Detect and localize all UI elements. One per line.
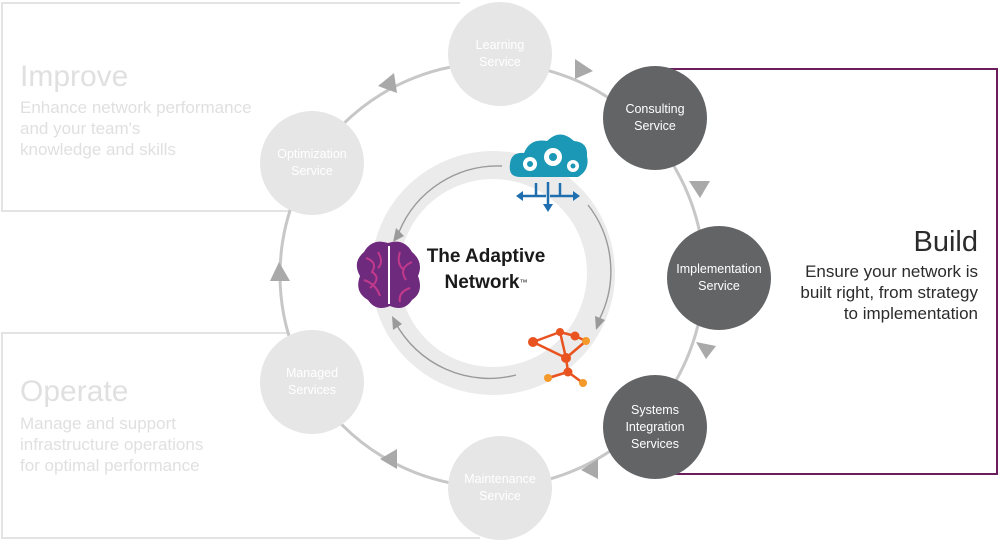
trademark-symbol: ™	[519, 278, 528, 287]
node-maintenance-service: Maintenance Service	[448, 436, 552, 540]
improve-description: Enhance network performance and your tea…	[20, 98, 252, 159]
arrowhead	[581, 459, 598, 479]
operate-title: Operate	[20, 375, 129, 408]
node-managed-services: Managed Services	[260, 330, 364, 434]
arrowhead	[696, 342, 716, 359]
center-title: The Adaptive Network™	[416, 244, 556, 296]
center-title-line1: The Adaptive	[426, 246, 546, 267]
operate-box	[1, 332, 480, 539]
node-learning-service: Learning Service	[448, 2, 552, 106]
node-consulting-service: Consulting Service	[603, 66, 707, 170]
center-title-line2: Network™	[416, 270, 556, 296]
brain-icon	[356, 241, 420, 308]
arrowhead	[378, 73, 397, 93]
outer-arrows	[270, 59, 716, 479]
center-title-network: Network	[444, 272, 520, 293]
build-description: Ensure your network is built right, from…	[800, 262, 978, 323]
arrowhead	[595, 316, 605, 330]
arrowhead	[393, 228, 404, 242]
arrowhead	[270, 262, 290, 281]
node-systems-integration-services: Systems Integration Services	[603, 375, 707, 479]
arrowhead	[392, 316, 402, 330]
arrowhead	[575, 59, 593, 79]
build-box	[655, 68, 998, 475]
inner-arrows	[394, 165, 612, 380]
node-implementation-service: Implementation Service	[667, 226, 771, 330]
improve-title: Improve	[20, 60, 129, 93]
improve-box	[1, 2, 460, 212]
network-nodes-icon	[528, 328, 590, 387]
build-title: Build	[913, 226, 979, 258]
arrowhead	[689, 181, 710, 198]
node-optimization-service: Optimization Service	[260, 111, 364, 215]
operate-description: Manage and support infrastructure operat…	[20, 414, 204, 475]
arrowhead	[380, 449, 397, 469]
cloud-gears-icon	[509, 134, 588, 212]
